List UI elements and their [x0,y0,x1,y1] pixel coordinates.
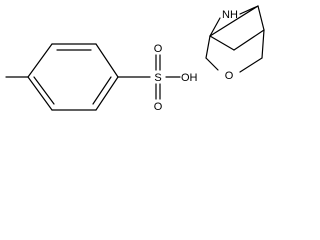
ring-bond-6 [27,76,53,111]
chemical-structure-diagram: S O O OH NH O [5,5,265,113]
bridgehead-cross-bond [209,5,259,37]
ring-bond-4 [95,76,119,111]
amine-left-bridgehead-bond [209,17,221,37]
hydroxyl-atom-label: OH [181,72,198,84]
amine-atom-label: NH [222,9,238,21]
ring-bond-3 [95,43,119,78]
oxygen-bottom-atom-label: O [154,101,163,113]
tosylate-structure: S O O OH [5,43,198,113]
ether-oxygen-atom-label: O [225,70,234,82]
sulfur-atom-label: S [154,72,161,84]
ring-double-bond-left [33,76,55,105]
left-ch2-oxygen-bond [205,57,219,71]
left-ch2-to-lower-bond [209,35,235,51]
right-bridgehead-down-bond [257,5,265,31]
oxygen-top-atom-label: O [154,43,163,55]
left-bridgehead-ch2-bond [205,35,211,59]
ring-double-bond-right [92,76,112,105]
right-bridgehead-lower-bond [233,29,265,51]
right-ch2-oxygen-bond [239,57,263,73]
bicyclic-amine-structure: NH O [205,5,265,82]
right-bridgehead-ch2-bond [261,29,265,59]
ring-bond-1 [27,43,53,78]
